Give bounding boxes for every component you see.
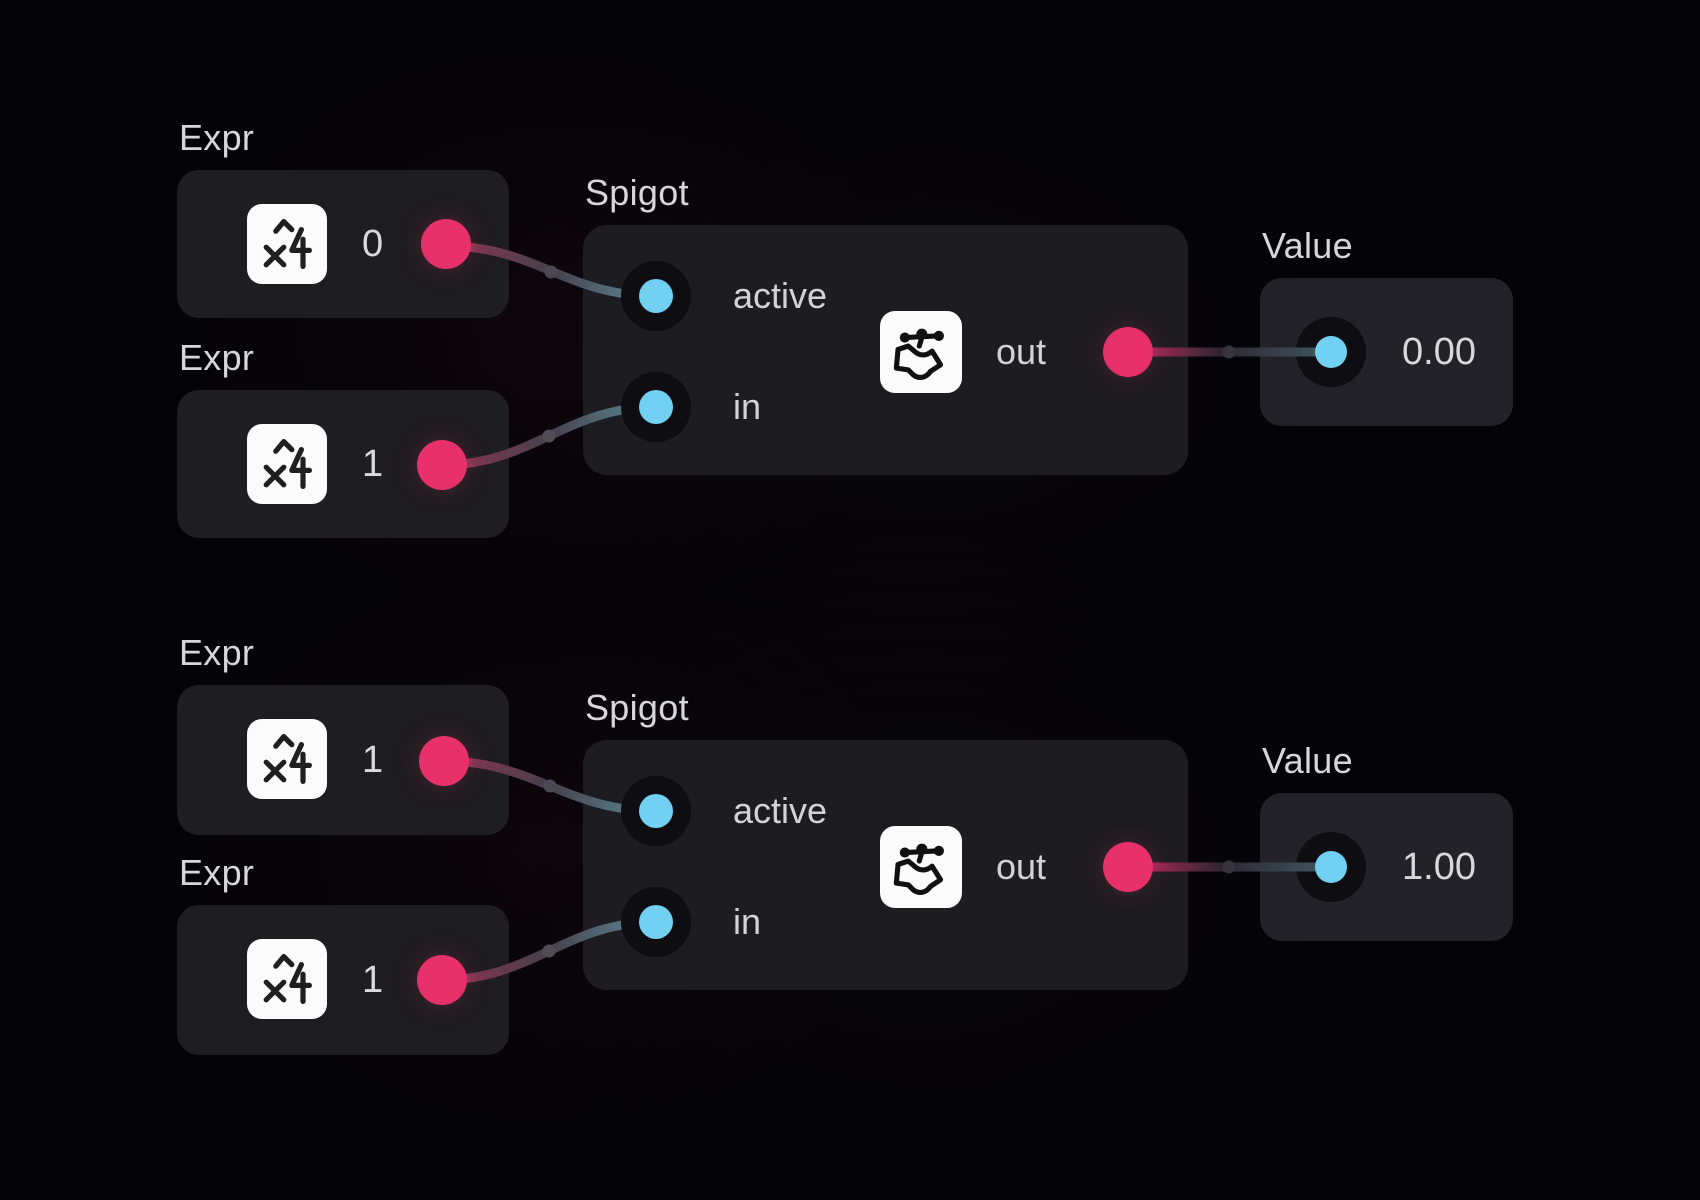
port-dot	[639, 794, 673, 828]
expr-value[interactable]: 0	[362, 223, 384, 265]
input-label-in: in	[733, 901, 762, 942]
x-power-4-icon	[247, 939, 327, 1019]
port-out[interactable]	[421, 219, 471, 269]
input-label-active: active	[733, 790, 828, 831]
input-label-in: in	[733, 386, 762, 427]
node-expr-3[interactable]: Expr 1	[177, 635, 509, 835]
port-input-active[interactable]	[621, 261, 691, 331]
port-input-in[interactable]	[621, 372, 691, 442]
node-title: Expr	[179, 852, 255, 893]
port-input-in[interactable]	[621, 887, 691, 957]
node-expr-4[interactable]: Expr 1	[177, 855, 509, 1055]
port-out[interactable]	[417, 955, 467, 1005]
node-spigot-2[interactable]: Spigot active in out	[583, 690, 1188, 990]
expr-value[interactable]: 1	[362, 443, 384, 485]
node-title: Expr	[179, 632, 255, 673]
port-input[interactable]	[1296, 317, 1366, 387]
input-label-active: active	[733, 275, 828, 316]
expr-value[interactable]: 1	[362, 739, 384, 781]
faucet-icon	[880, 826, 962, 908]
port-out[interactable]	[419, 736, 469, 786]
node-expr-1[interactable]: Expr 0	[177, 120, 509, 318]
port-out[interactable]	[1103, 327, 1153, 377]
port-dot	[639, 905, 673, 939]
node-title: Expr	[179, 337, 255, 378]
x-power-4-icon	[247, 719, 327, 799]
x-power-4-icon	[247, 204, 327, 284]
node-title: Value	[1262, 740, 1353, 781]
port-out[interactable]	[417, 440, 467, 490]
port-out[interactable]	[1103, 842, 1153, 892]
x-power-4-icon	[247, 424, 327, 504]
value-display: 0.00	[1402, 331, 1476, 373]
port-input-active[interactable]	[621, 776, 691, 846]
node-title: Spigot	[585, 687, 689, 728]
node-spigot-1[interactable]: Spigot active in out	[583, 175, 1188, 475]
node-title: Value	[1262, 225, 1353, 266]
output-label-out: out	[996, 846, 1047, 887]
node-title: Expr	[179, 117, 255, 158]
port-dot	[1315, 851, 1347, 883]
port-dot	[1315, 336, 1347, 368]
faucet-icon	[880, 311, 962, 393]
node-expr-2[interactable]: Expr 1	[177, 340, 509, 538]
expr-value[interactable]: 1	[362, 959, 384, 1001]
node-title: Spigot	[585, 172, 689, 213]
value-display: 1.00	[1402, 846, 1476, 888]
output-label-out: out	[996, 331, 1047, 372]
port-dot	[639, 390, 673, 424]
port-dot	[639, 279, 673, 313]
